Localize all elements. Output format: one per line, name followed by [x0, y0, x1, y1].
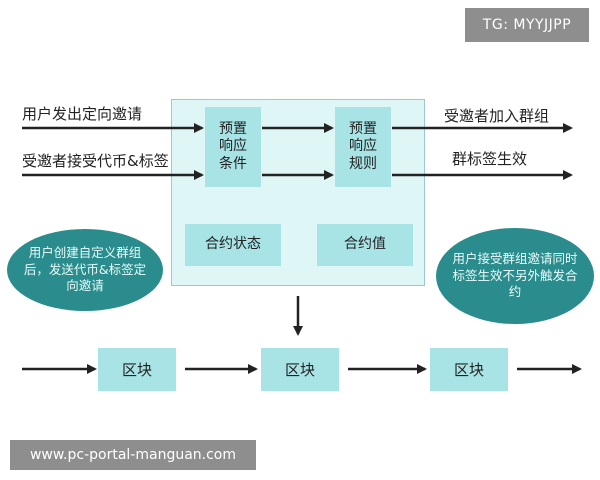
contract-value-box: 合约值: [317, 224, 413, 266]
left-note-text: 用户创建自定义群组后，发送代币&标签定向邀请: [23, 244, 147, 294]
contract-state-label: 合约状态: [205, 236, 261, 253]
block-1-label: 区块: [121, 361, 152, 379]
preset-conditions-box: 预置 响应 条件: [205, 107, 261, 187]
input-label-invite: 用户发出定向邀请: [22, 105, 143, 123]
watermark-bottom-left: www.pc-portal-manguan.com: [10, 440, 256, 470]
right-note-ellipse: 用户接受群组邀请同时标签生效不另外触发合约: [436, 228, 594, 324]
contract-state-box: 合约状态: [185, 224, 281, 266]
output-label-join: 受邀者加入群组: [444, 107, 550, 125]
watermark-top-right: TG: MYYJJPP: [465, 8, 589, 42]
block-2-label: 区块: [284, 361, 315, 379]
preset-rules-label: 预置 响应 规则: [349, 120, 377, 172]
input-label-accept: 受邀者接受代币&标签: [22, 152, 169, 170]
left-note-ellipse: 用户创建自定义群组后，发送代币&标签定向邀请: [7, 229, 163, 311]
block-3-label: 区块: [453, 361, 484, 379]
output-label-tag-effective: 群标签生效: [452, 150, 528, 168]
right-note-text: 用户接受群组邀请同时标签生效不另外触发合约: [452, 250, 578, 300]
block-3: 区块: [430, 348, 508, 391]
preset-rules-box: 预置 响应 规则: [335, 107, 391, 187]
preset-conditions-label: 预置 响应 条件: [219, 120, 247, 172]
block-1: 区块: [98, 348, 176, 391]
block-2: 区块: [261, 348, 339, 391]
contract-value-label: 合约值: [344, 236, 386, 253]
